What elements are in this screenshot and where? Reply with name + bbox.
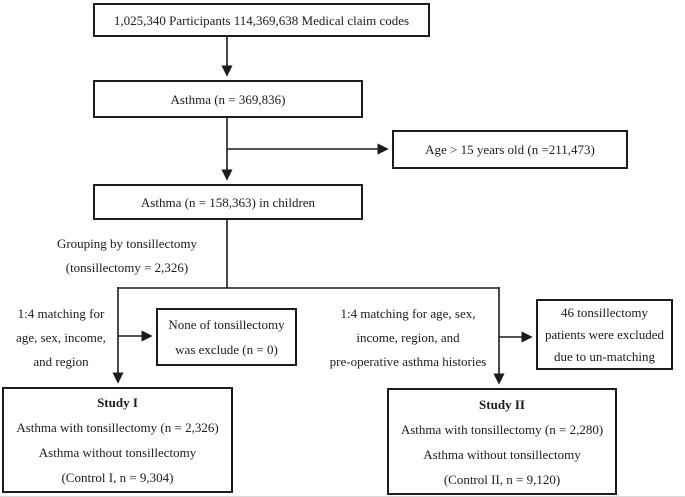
box-participants: 1,025,340 Participants 114,369,638 Medic… [93,3,430,37]
box-asthma-total-text: Asthma (n = 369,836) [170,91,286,107]
box-study2-title: Study II [479,396,525,412]
box-unmatched-excluded: 46 tonsillectomy patients were excluded … [536,299,673,370]
box-asthma-children-text: Asthma (n = 158,363) in children [140,194,316,210]
box-study2-line3: (Control II, n = 9,120) [443,471,561,487]
box-unmatched-excluded-line3: due to un-matching [553,348,656,364]
annotation-right-matching-line1: 1:4 matching for age, sex, [340,306,476,321]
box-none-excluded-line1: None of tonsillectomy [168,317,285,332]
box-age-excluded: Age > 15 years old (n =211,473) [392,130,628,169]
box-study2-line1: Asthma with tonsillectomy (n = 2,280) [400,421,604,437]
box-unmatched-excluded-line1: 46 tonsillectomy [560,304,649,320]
annotation-left-matching: 1:4 matching for age, sex, income, and r… [4,302,118,374]
box-study1-line3: (Control I, n = 9,304) [61,470,174,485]
box-study1-line1: Asthma with tonsillectomy (n = 2,326) [16,420,219,435]
box-study2-line2: Asthma without tonsillectomy [423,446,581,462]
box-unmatched-excluded-line2: patients were excluded [544,326,665,342]
box-none-excluded: None of tonsillectomy was exclude (n = 0… [156,308,297,366]
annotation-grouping-line2: (tonsillectomy = 2,326) [65,260,189,275]
annotation-right-matching-line3: pre-operative asthma histories [329,354,487,369]
box-study2: Study II Asthma with tonsillectomy (n = … [387,388,617,495]
annotation-grouping-line1: Grouping by tonsillectomy [56,236,198,251]
box-asthma-total: Asthma (n = 369,836) [93,80,363,118]
annotation-left-matching-line3: and region [33,354,89,369]
box-age-excluded-text: Age > 15 years old (n =211,473) [425,142,595,157]
annotation-grouping: Grouping by tonsillectomy (tonsillectomy… [28,232,226,280]
annotation-left-matching-line1: 1:4 matching for [17,306,105,321]
box-study1: Study I Asthma with tonsillectomy (n = 2… [2,387,233,493]
box-asthma-children: Asthma (n = 158,363) in children [93,184,363,220]
box-study1-title: Study I [97,395,138,410]
annotation-left-matching-line2: age, sex, income, [16,330,106,345]
annotation-right-matching-line2: income, region, and [356,330,460,345]
annotation-right-matching: 1:4 matching for age, sex, income, regio… [317,302,499,374]
box-study1-line2: Asthma without tonsillectomy [38,445,197,460]
box-participants-text: 1,025,340 Participants 114,369,638 Medic… [113,12,410,28]
box-none-excluded-line2: was exclude (n = 0) [175,342,278,357]
